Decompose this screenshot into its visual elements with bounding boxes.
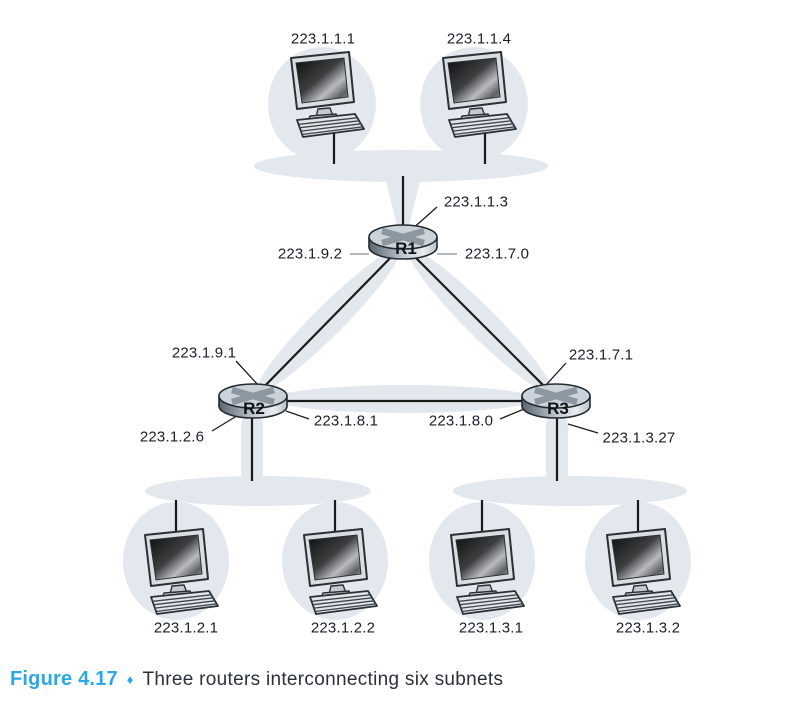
figure-caption-label: Figure 4.17 xyxy=(10,668,118,690)
subnet-blob-link-r2-r3 xyxy=(274,385,534,413)
figure-caption: Figure 4.17 ♦ Three routers interconnect… xyxy=(10,668,503,691)
ip-label-r2-lower-left: 223.1.2.6 xyxy=(139,428,205,446)
subnet-blob-bottom-left-ellipse xyxy=(145,476,371,506)
ip-label-r2-lower-right: 223.1.8.1 xyxy=(313,412,379,430)
router-label-r3: R3 xyxy=(547,399,569,418)
ip-label-host-b3: 223.1.3.1 xyxy=(458,619,524,637)
subnet-blob-top-ellipse xyxy=(254,150,548,182)
diamond-icon: ♦ xyxy=(126,672,134,687)
pointer-223-1-8-1 xyxy=(285,410,310,420)
ip-label-host-top-left: 223.1.1.1 xyxy=(290,30,356,48)
router-label-r1: R1 xyxy=(395,239,417,258)
pointer-223-1-3-27 xyxy=(567,423,599,434)
ip-label-r3-upper: 223.1.7.1 xyxy=(568,346,634,364)
ip-label-r3-lower-right: 223.1.3.27 xyxy=(602,429,676,447)
network-links xyxy=(174,133,640,533)
ip-label-r3-lower-left: 223.1.8.0 xyxy=(428,412,494,430)
ip-label-host-top-right: 223.1.1.4 xyxy=(446,30,512,48)
ip-label-host-b1: 223.1.2.1 xyxy=(153,619,219,637)
ip-label-r1-right: 223.1.7.0 xyxy=(464,245,530,263)
pointer-223-1-8-0 xyxy=(499,408,525,420)
ip-label-r2-upper: 223.1.9.1 xyxy=(171,344,237,362)
ip-label-host-b2: 223.1.2.2 xyxy=(310,619,376,637)
network-diagram xyxy=(123,47,691,620)
subnet-blobs xyxy=(123,47,691,620)
figure-caption-text: Three routers interconnecting six subnet… xyxy=(142,668,504,690)
ip-label-r1-top: 223.1.1.3 xyxy=(443,193,509,211)
pointer-223-1-7-1 xyxy=(545,362,567,386)
pointer-223-1-9-1 xyxy=(235,360,260,387)
router-label-r2: R2 xyxy=(243,399,265,418)
ip-label-host-b4: 223.1.3.2 xyxy=(615,619,681,637)
link-r1-r3 xyxy=(402,244,557,399)
ip-label-r1-left: 223.1.9.2 xyxy=(277,245,343,263)
link-r1-r2 xyxy=(252,244,404,399)
subnet-blob-bottom-right-ellipse xyxy=(453,476,687,506)
